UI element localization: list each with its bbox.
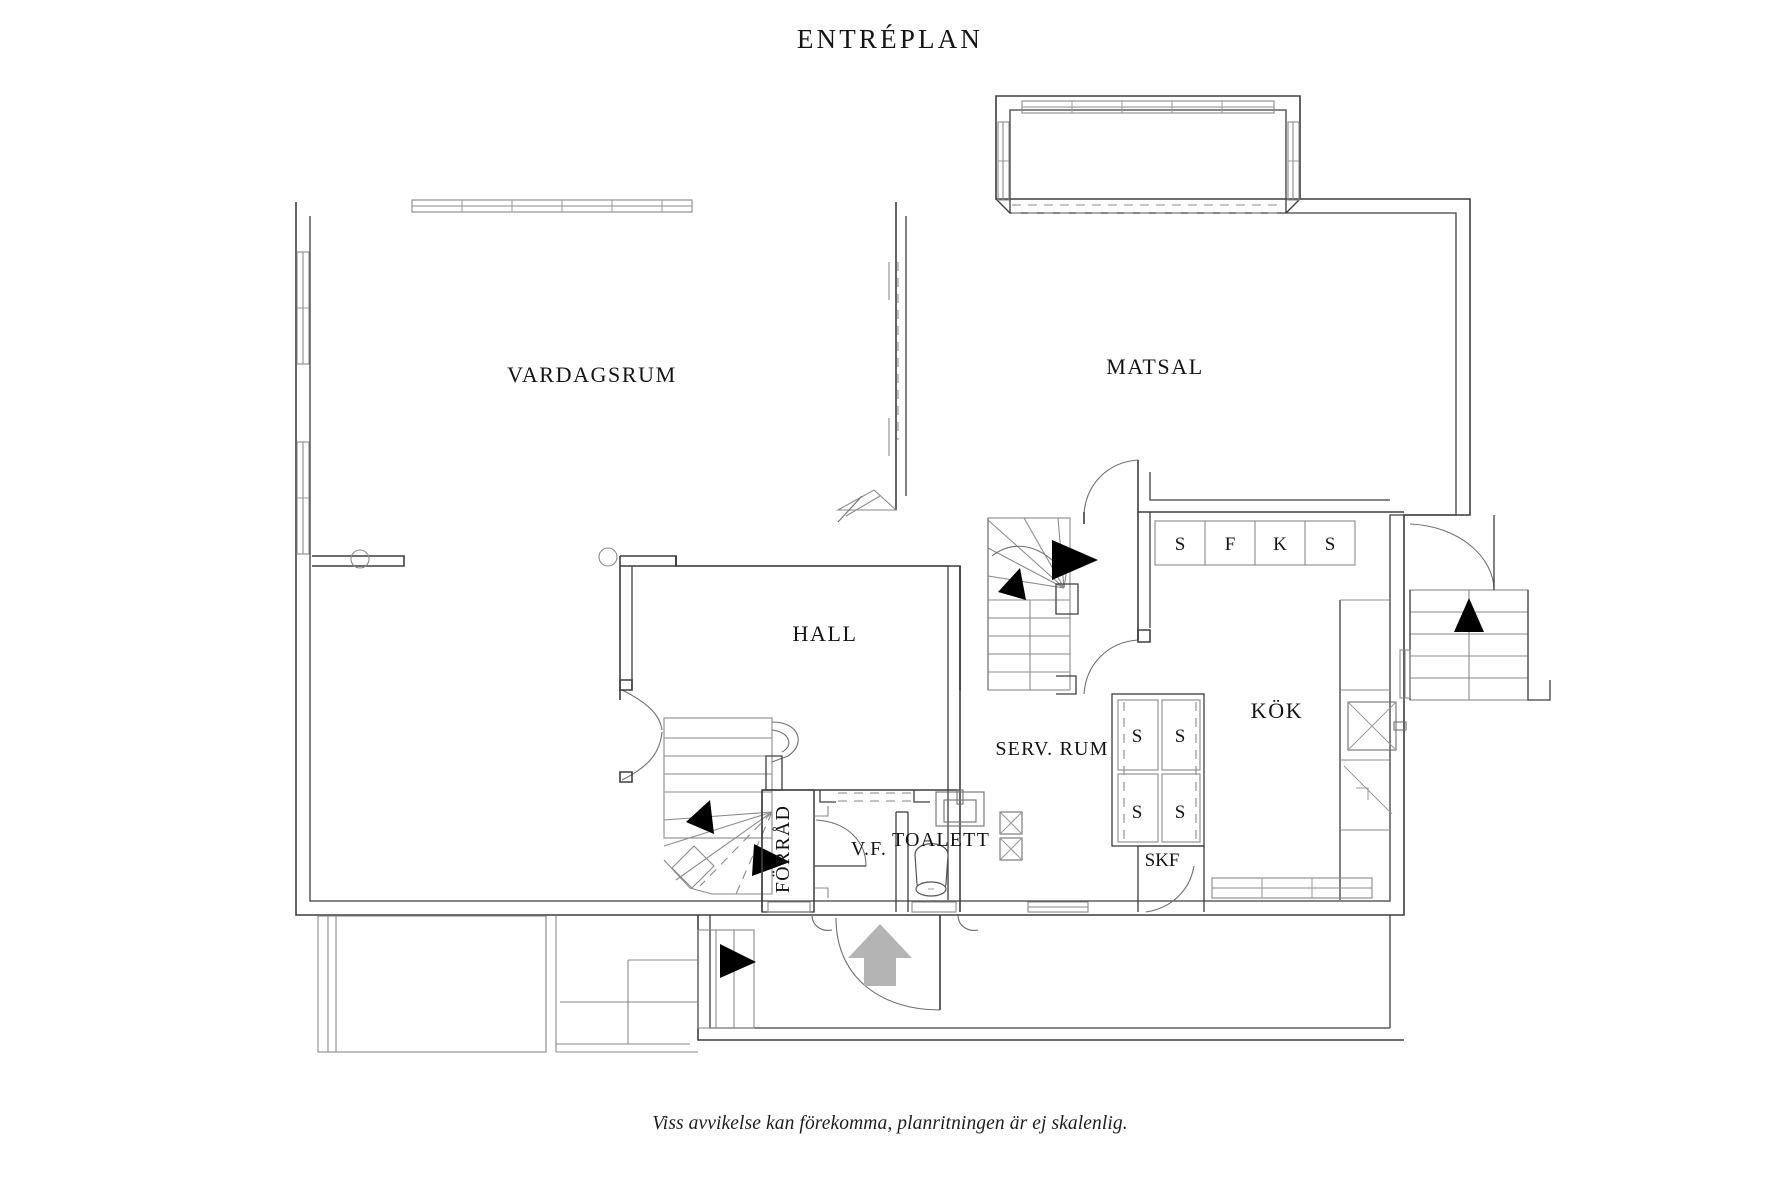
closet-label-0-1: S [1175, 726, 1186, 747]
stair-up-arrow-icon-main-a [1052, 540, 1098, 580]
window-symbol-icon-west-upper [296, 251, 310, 365]
south-steps [697, 929, 756, 1029]
window-symbol-icon-bay-west [997, 121, 1010, 201]
threshold-toalett [911, 901, 957, 913]
hall-walls [312, 555, 961, 912]
room-label-vardagsrum: VARDAGSRUM [507, 362, 677, 387]
kitchen-counter-south [1211, 877, 1373, 899]
window-symbol-icon-north-living [411, 199, 693, 213]
partition-dining-kitchen [1083, 459, 1404, 640]
window-symbol-icon-bay-north [1021, 100, 1275, 114]
closet-label-1-1: S [1175, 802, 1186, 823]
cabinet-label-0: S [1175, 534, 1186, 555]
room-label-kok: KÖK [1251, 698, 1303, 723]
window-symbol-icon-west-lower [296, 441, 310, 555]
room-label-toalett: TOALETT [892, 829, 990, 851]
skf-room: SKF [1137, 845, 1205, 913]
cabinet-label-1: F [1225, 534, 1236, 555]
closet-label-1-0: S [1132, 802, 1143, 823]
stair-up-arrow-icon-secondary-a [686, 800, 714, 834]
door-swing-icon-servrum [1083, 629, 1151, 695]
sink-fixture-icon-kitchen [1347, 701, 1407, 751]
room-label-hall: HALL [792, 621, 857, 646]
entry-arrow-icon [848, 924, 912, 986]
staircase-secondary [663, 717, 799, 895]
washer-icon-servrum-2 [999, 837, 1023, 861]
toilet-fixture-icon [914, 843, 949, 897]
cabinet-row-sfks: S F K S [1154, 520, 1356, 566]
cabinet-label-3: S [1325, 534, 1336, 555]
kitchen-counter-east [1339, 599, 1407, 900]
skf-label: SKF [1145, 850, 1180, 871]
closet-grid-serv-rum: S S S S [1111, 693, 1205, 847]
stove-fixture-icon [1343, 765, 1393, 815]
room-label-matsal: MATSAL [1106, 354, 1204, 379]
stair-up-arrow-icon-south [720, 944, 756, 978]
sink-fixture-icon-toalett [935, 789, 985, 827]
terrace-outline [317, 915, 698, 1053]
stair-up-arrow-icon-main-b [998, 568, 1026, 600]
entry-rooms-block [761, 789, 985, 913]
window-symbol-icon-bay-east [1287, 121, 1300, 201]
door-swing-icon-hall-west [619, 679, 663, 783]
partition-living-dining [835, 202, 907, 523]
threshold-forrad [767, 901, 811, 913]
staircase-main [987, 517, 1098, 695]
exterior-stairs-east [1399, 515, 1551, 701]
column-circle-icon-mid [598, 547, 618, 567]
entry-vestibule [697, 914, 1404, 1041]
building-outer-walls [295, 95, 1471, 916]
closet-label-0-0: S [1132, 726, 1143, 747]
cabinet-label-2: K [1273, 534, 1287, 555]
disclaimer-note: Viss avvikelse kan förekomma, planritnin… [652, 1113, 1128, 1134]
column-circle-icon-west [350, 549, 370, 569]
washer-icon-servrum-1 [999, 811, 1023, 835]
page-title: ENTRÉPLAN [796, 24, 984, 54]
room-label-vf: V.F. [851, 838, 887, 860]
room-label-forrad: FÖRRÅD [771, 805, 794, 893]
room-label-serv-rum: SERV. RUM [995, 738, 1108, 760]
staircase-secondary-winders [663, 811, 773, 881]
stair-up-arrow-icon-exterior [1454, 598, 1484, 632]
south-wall-openings [1027, 901, 1089, 913]
